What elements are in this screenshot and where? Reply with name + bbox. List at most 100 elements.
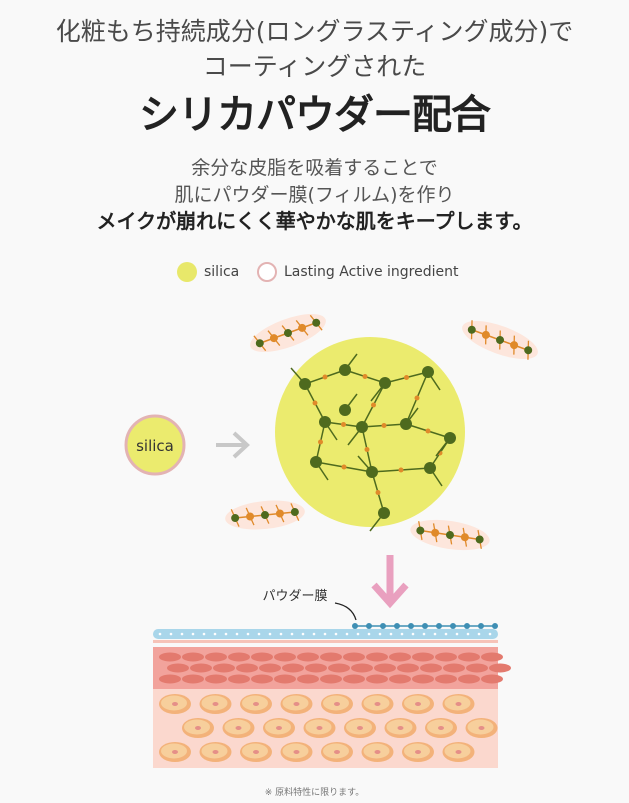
active-ingredient-dot (398, 467, 404, 473)
silica-node (319, 416, 331, 428)
epidermis-cell (435, 652, 457, 662)
silica-node (422, 366, 434, 378)
skin-cell-nucleus (397, 726, 404, 730)
powder-dot (323, 632, 327, 636)
powder-film-particle (436, 623, 442, 629)
legend-label: Lasting Active ingredient (284, 264, 459, 280)
powder-dot (400, 632, 404, 636)
powder-dot (191, 632, 195, 636)
skin-cell-nucleus (212, 702, 219, 706)
skin-cell-nucleus (172, 702, 178, 706)
powder-dot (455, 632, 459, 636)
silica-node (299, 378, 311, 390)
silica-node (378, 507, 390, 519)
active-ingredient-dot (341, 422, 346, 427)
skin-cell-nucleus (293, 750, 300, 754)
powder-dot (158, 632, 162, 636)
arrow-down-icon (371, 555, 409, 609)
legend-silica: silica (177, 262, 239, 282)
powder-dot (411, 632, 415, 636)
skin-cell-nucleus (276, 726, 282, 730)
epidermis-cell (481, 652, 503, 662)
powder-film-particle (352, 623, 358, 629)
epidermis-cell (282, 663, 304, 673)
powder-dot (488, 632, 492, 636)
active-ingredient-dot (364, 447, 370, 452)
epidermis-cell (297, 652, 319, 662)
epidermis-cell (412, 652, 434, 662)
powder-dot (367, 632, 371, 636)
silica-particle (124, 414, 186, 476)
powder-dot (169, 632, 173, 636)
powder-dot (268, 632, 272, 636)
epidermis-cell (420, 663, 442, 673)
lasting-active-molecule (462, 320, 538, 360)
molecule-atom (298, 323, 307, 332)
epidermis-cell (343, 674, 365, 684)
epidermis-cell (397, 663, 419, 673)
powder-dot (422, 632, 426, 636)
molecule-atom (312, 318, 321, 327)
description-line-2: 肌にパウダー膜(フィルム)を作り (174, 184, 455, 206)
arrow-right-icon (216, 431, 250, 459)
skin-cell-nucleus (235, 726, 242, 730)
active-ingredient-dot (312, 400, 318, 406)
lasting-active-molecule (225, 500, 305, 530)
silica-sphere (275, 337, 465, 527)
active-ingredient-dot (375, 490, 381, 495)
powder-dot (257, 632, 261, 636)
epidermis-cell (489, 663, 511, 673)
footnote: ※ 原料特性に限ります。 (264, 788, 365, 798)
powder-dot (213, 632, 217, 636)
molecule-atom (275, 509, 284, 518)
epidermis-cell (182, 652, 204, 662)
skin-cell-nucleus (334, 750, 340, 754)
epidermis-cell (228, 652, 250, 662)
skin-cell-nucleus (415, 702, 421, 706)
epidermis-cell (435, 674, 457, 684)
powder-dot (356, 632, 360, 636)
active-ingredient-dot (362, 374, 368, 379)
molecule-atom (467, 325, 476, 334)
powder-dot (389, 632, 393, 636)
epidermis-cell (351, 663, 373, 673)
silica-node (310, 456, 322, 468)
epidermis-cell (466, 663, 488, 673)
skin-cell-nucleus (316, 726, 323, 730)
skin-cell-nucleus (455, 750, 462, 754)
active-ingredient-dot (322, 374, 328, 380)
lasting-swatch-icon (257, 262, 277, 282)
powder-dot (334, 632, 338, 636)
active-ingredient-dot (371, 402, 376, 408)
epidermis-cell (251, 652, 273, 662)
molecule-atom (255, 339, 264, 348)
powder-dot (477, 632, 481, 636)
epidermis-cell (374, 663, 396, 673)
film-label: パウダー膜 (262, 589, 327, 604)
powder-film-particle (464, 623, 470, 629)
pointer-arrow-icon (334, 602, 357, 621)
epidermis-cell (297, 674, 319, 684)
epidermis-cell (213, 663, 235, 673)
molecule-atom (446, 531, 454, 539)
epidermis-cell (412, 674, 434, 684)
epidermis-cell (205, 674, 227, 684)
powder-dot (279, 632, 283, 636)
powder-film-particle (478, 623, 484, 629)
powder-dot (345, 632, 349, 636)
silica-node (356, 421, 368, 433)
molecule-atom (475, 535, 484, 544)
epidermis-cell (443, 663, 465, 673)
page-title: シリカパウダー配合 (139, 92, 491, 138)
silica-swatch-icon (177, 262, 197, 282)
epidermis-cell (389, 652, 411, 662)
skin-cell-nucleus (334, 702, 340, 706)
epidermis-cell (190, 663, 212, 673)
molecule-atom (431, 528, 440, 537)
powder-dot (235, 632, 239, 636)
active-ingredient-dot (381, 423, 387, 428)
epidermis-cell (305, 663, 327, 673)
epidermis-cell (389, 674, 411, 684)
silica-node (400, 418, 412, 430)
epidermis-cell (236, 663, 258, 673)
